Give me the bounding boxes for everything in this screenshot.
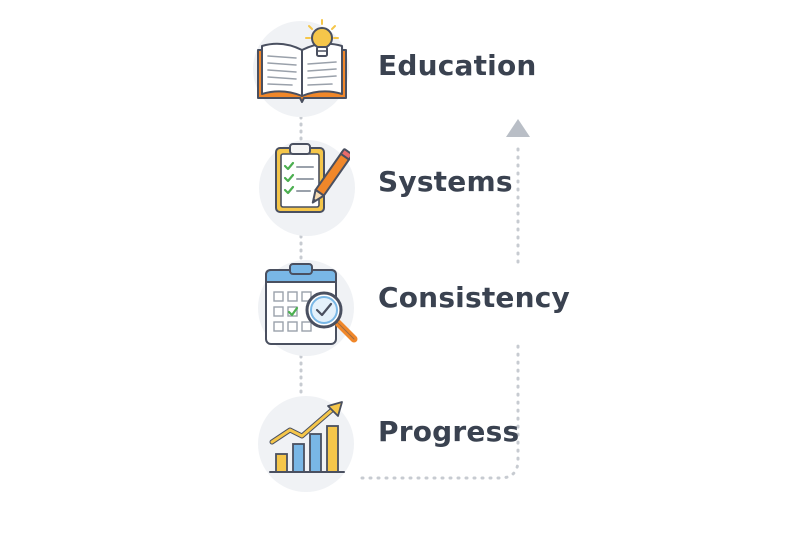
step-label-consistency: Consistency [378,281,571,314]
step-label-education: Education [378,49,537,82]
step-label-systems: Systems [378,165,513,198]
upward-arrow-head [506,119,530,137]
step-label-progress: Progress [378,415,520,448]
open-book-lightbulb-icon [257,19,347,103]
rising-bar-chart-icon [269,401,345,473]
clipboard-checklist-pencil-icon [275,143,350,213]
calendar-magnifier-icon [265,263,358,345]
progress-return-path [360,338,520,480]
